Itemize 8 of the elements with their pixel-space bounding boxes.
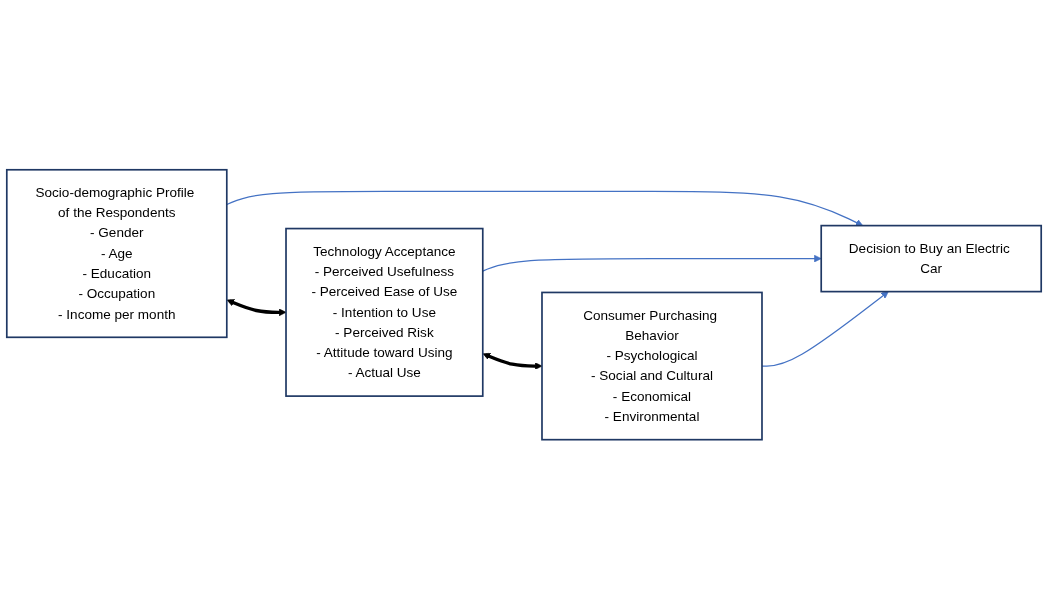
- arrow: [482, 255, 822, 272]
- node-box: Socio-demographic Profile of the Respondents - Gender - Age - Education - Occupation - Income per month: [5, 169, 228, 339]
- node-box: Consumer Purchasing Behavior - Psychological - Social and Cultural - Economical - Environmental: [541, 291, 763, 441]
- arrow: [226, 190, 864, 227]
- node-box: Technology Acceptance - Perceived Usefulness - Perceived Ease of Use - Intention to Use - Perceived Risk - Attitude toward Using - Actual Use: [285, 228, 484, 398]
- arrow: [226, 299, 287, 317]
- node-box: Decision to Buy an Electric Car: [820, 225, 1043, 293]
- arrow: [761, 291, 889, 367]
